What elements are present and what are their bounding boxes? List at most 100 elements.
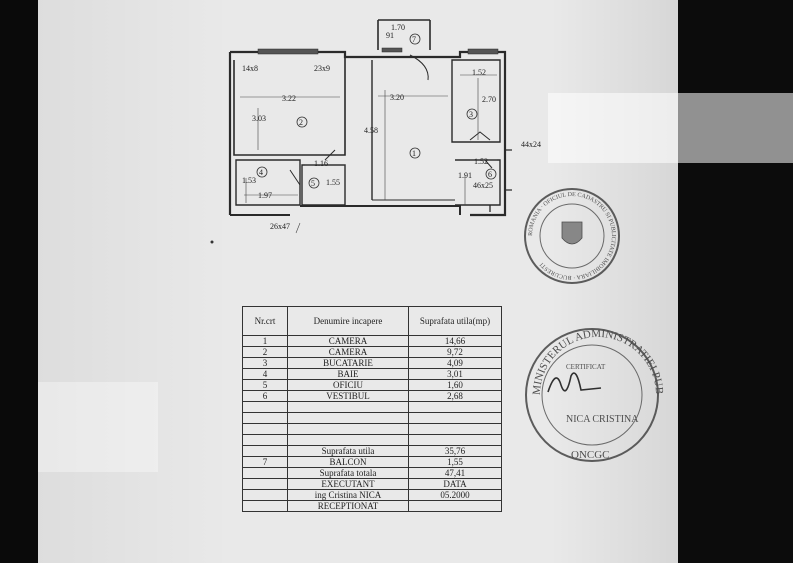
cell-name: BALCON bbox=[287, 456, 409, 468]
cell-area: 9,72 bbox=[408, 346, 502, 358]
room-number: 5 bbox=[311, 179, 315, 188]
cell-name: Suprafata totala bbox=[287, 467, 409, 479]
bottom-wall bbox=[230, 205, 461, 216]
dim-label: 1.91 bbox=[458, 171, 472, 180]
areas-table: Nr.crt Denumire incapere Suprafata utila… bbox=[242, 306, 502, 512]
cell-nr: 3 bbox=[242, 357, 288, 369]
cell-name: BUCATARIE bbox=[287, 357, 409, 369]
cell-nr bbox=[242, 445, 288, 457]
room-number: 1 bbox=[412, 149, 416, 158]
cell-area: 3,01 bbox=[408, 368, 502, 380]
cell-nr: 7 bbox=[242, 456, 288, 468]
window-top-left bbox=[257, 48, 319, 55]
dim-label: 14x8 bbox=[242, 64, 258, 73]
cell-name: CAMERA bbox=[287, 346, 409, 358]
cell-nr: 1 bbox=[242, 335, 288, 347]
window-top-mid bbox=[381, 47, 403, 53]
cell-area: 47,41 bbox=[408, 467, 502, 479]
dim-label: 26x47 bbox=[270, 222, 290, 231]
signature bbox=[547, 372, 602, 393]
door-swing bbox=[289, 131, 493, 186]
cell-area: 1,60 bbox=[408, 379, 502, 391]
cell-area: 35,76 bbox=[408, 445, 502, 457]
cell-nr bbox=[242, 500, 288, 512]
header-area: Suprafata utila(mp) bbox=[408, 306, 502, 336]
stamp-certificat: CERTIFICAT bbox=[566, 363, 606, 371]
dim-label: 1.52 bbox=[474, 157, 488, 166]
dim-label: 46x25 bbox=[473, 181, 493, 190]
cell-nr: 5 bbox=[242, 379, 288, 391]
cell-area: 14,66 bbox=[408, 335, 502, 347]
header-name: Denumire incapere bbox=[287, 306, 409, 336]
cell-name: OFICIU bbox=[287, 379, 409, 391]
dim-label: 1.53 bbox=[242, 176, 256, 185]
cell-name: VESTIBUL bbox=[287, 390, 409, 402]
cell-area: 4,09 bbox=[408, 357, 502, 369]
cadastre-stamp: ROMANIA · OFICIUL DE CADASTRU SI PUBLICI… bbox=[524, 188, 620, 284]
dim-label: 3.20 bbox=[390, 93, 404, 102]
room-number: 3 bbox=[469, 110, 473, 119]
glare-band bbox=[548, 93, 793, 163]
room-number: 4 bbox=[259, 168, 263, 177]
table-row-empty bbox=[242, 423, 502, 435]
wall-room2 bbox=[233, 57, 346, 156]
header-nr: Nr.crt bbox=[242, 306, 288, 336]
table-row-empty bbox=[242, 434, 502, 446]
coat-of-arms-icon bbox=[561, 221, 583, 245]
table-row-empty bbox=[242, 401, 502, 413]
dim-label: 1.52 bbox=[472, 68, 486, 77]
dim-label: 1.70 bbox=[391, 23, 405, 32]
cell-nr: 6 bbox=[242, 390, 288, 402]
cell-nr bbox=[242, 478, 288, 490]
dim-label: 3.22 bbox=[282, 94, 296, 103]
cell-name: BAIE bbox=[287, 368, 409, 380]
cell-name: CAMERA bbox=[287, 335, 409, 347]
cell-area bbox=[408, 500, 502, 512]
dim-label: 2.70 bbox=[482, 95, 496, 104]
table-row-empty bbox=[242, 412, 502, 424]
wall-bath bbox=[235, 159, 301, 206]
cell-area: DATA bbox=[408, 478, 502, 490]
glare-band-left bbox=[38, 382, 158, 472]
wall-stub bbox=[489, 149, 512, 212]
cell-name: Suprafata utila bbox=[287, 445, 409, 457]
room-number: 7 bbox=[412, 35, 416, 44]
cell-nr: 4 bbox=[242, 368, 288, 380]
cell-nr bbox=[242, 489, 288, 501]
dim-lines bbox=[240, 74, 497, 234]
wall-kitchen bbox=[451, 59, 501, 143]
summary-row: RECEPTIONAT bbox=[242, 500, 502, 512]
dim-label: 1.97 bbox=[258, 191, 272, 200]
dim-label: 3.03 bbox=[252, 114, 266, 123]
cell-name: RECEPTIONAT bbox=[287, 500, 409, 512]
cell-area: 2,68 bbox=[408, 390, 502, 402]
cell-nr: 2 bbox=[242, 346, 288, 358]
window-top-right bbox=[467, 48, 499, 55]
dim-label: 4.58 bbox=[364, 126, 378, 135]
cell-name: ing Cristina NICA bbox=[287, 489, 409, 501]
table-header-row: Nr.crt Denumire incapere Suprafata utila… bbox=[242, 306, 502, 336]
cell-name: EXECUTANT bbox=[287, 478, 409, 490]
room-number: 2 bbox=[299, 118, 303, 127]
dim-label: 1.55 bbox=[326, 178, 340, 187]
dim-label: 1.16 bbox=[314, 159, 328, 168]
dim-label: 23x9 bbox=[314, 64, 330, 73]
top-corridor-wall bbox=[377, 19, 431, 50]
stamp-name: NICA CRISTINA bbox=[566, 414, 639, 425]
dim-label: 44x24 bbox=[521, 140, 541, 149]
room-number: 6 bbox=[488, 170, 492, 179]
stamp-bottom-text: ONCGC bbox=[571, 449, 610, 461]
outer-wall bbox=[228, 50, 507, 217]
cell-area: 05.2000 bbox=[408, 489, 502, 501]
dim-label: 91 bbox=[386, 31, 394, 40]
